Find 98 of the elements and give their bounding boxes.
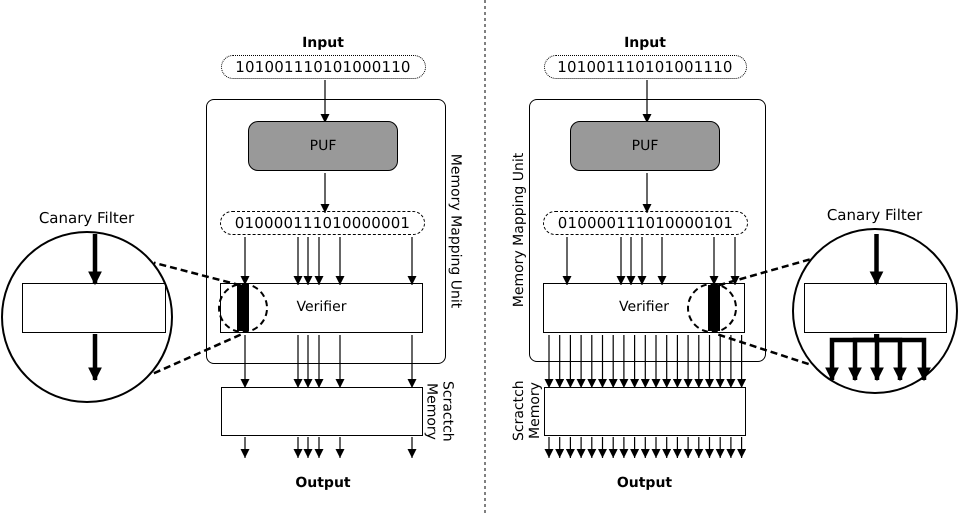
leader-line: [153, 333, 242, 374]
magnifier-circle: [218, 282, 268, 332]
thick-arrow: [88, 334, 102, 382]
arrow: [320, 173, 330, 213]
arrow: [652, 335, 660, 388]
circle-title: Canary Filter: [826, 206, 924, 224]
arrow: [726, 437, 736, 458]
arrow: [642, 173, 652, 213]
verifier-box: [220, 283, 423, 333]
process-box: PUF: [570, 121, 720, 171]
arrow: [694, 437, 704, 458]
unit-label: Memory Mapping Unit: [448, 154, 464, 308]
arrow: [640, 335, 650, 388]
arrow: [619, 335, 628, 388]
output-label: Output: [544, 456, 746, 490]
arrow: [314, 335, 324, 388]
arrow: [716, 437, 725, 458]
arrow: [555, 335, 564, 388]
arrow: [336, 237, 344, 285]
arrow: [705, 437, 714, 458]
arrow: [658, 237, 666, 285]
circle-title: Canary Filter: [38, 208, 136, 226]
arrow: [566, 335, 575, 388]
heading-label: Input: [623, 34, 667, 50]
bit-string-box: 010000111010000001: [220, 211, 425, 235]
leader-line: [154, 262, 241, 287]
filter-box: [804, 283, 947, 333]
arrow: [336, 335, 344, 388]
filter-box: [22, 283, 166, 333]
arrow: [240, 237, 250, 285]
bit-string-box: 101001110101000110: [220, 54, 426, 78]
arrow: [672, 437, 682, 458]
output-label: Output: [220, 456, 426, 490]
arrow: [737, 437, 746, 458]
arrow: [240, 335, 250, 388]
arrow: [314, 237, 324, 285]
arrow: [304, 237, 312, 285]
arrow: [562, 237, 572, 285]
box-label: Verifier: [618, 299, 670, 315]
arrow: [408, 335, 416, 388]
box-label: Verifier: [296, 299, 348, 315]
thick-arrow: [870, 334, 884, 382]
arrow: [320, 80, 330, 123]
arrow: [555, 437, 564, 458]
arrow: [716, 335, 725, 388]
arrow: [294, 237, 302, 285]
arrow: [737, 335, 746, 388]
arrow: [662, 437, 672, 458]
arrow: [294, 335, 302, 388]
arrow: [652, 437, 660, 458]
arrow: [642, 80, 652, 123]
arrow: [630, 335, 640, 388]
heading-label: Input: [301, 34, 345, 50]
magnifier-circle: [686, 282, 736, 332]
arrow: [544, 437, 554, 458]
arrow: [408, 237, 416, 285]
arrow: [576, 437, 586, 458]
arrow: [619, 437, 628, 458]
bit-string-box: 101001110101001110: [544, 54, 746, 78]
bit-string-box: 010000111010000101: [543, 211, 748, 235]
arrow: [684, 437, 693, 458]
arrow: [304, 437, 312, 458]
arrow: [630, 437, 640, 458]
arrow: [587, 335, 596, 388]
arrow: [336, 437, 344, 458]
thick-arrow: [88, 234, 102, 286]
arrow: [672, 335, 682, 388]
arrow: [638, 237, 646, 285]
arrow: [710, 237, 718, 285]
thick-arrow: [870, 234, 884, 286]
memory-label: Scractch Memory: [510, 380, 542, 444]
verifier-box: [543, 283, 745, 333]
arrow: [408, 437, 416, 458]
arrow: [566, 437, 575, 458]
arrow: [587, 437, 596, 458]
arrow: [608, 335, 618, 388]
unit-label: Memory Mapping Unit: [510, 152, 526, 308]
arrow: [640, 437, 650, 458]
arrow: [608, 437, 618, 458]
arrow: [304, 335, 312, 388]
arrow: [598, 335, 607, 388]
arrow: [694, 335, 704, 388]
arrow: [576, 335, 586, 388]
thick-arrow: [874, 334, 931, 382]
arrow: [684, 335, 693, 388]
arrow: [544, 335, 554, 388]
arrow: [240, 437, 250, 458]
arrow: [726, 335, 736, 388]
memory-label: Scractch Memory: [424, 380, 456, 444]
arrow: [598, 437, 607, 458]
arrow: [314, 437, 324, 458]
arrow: [616, 237, 626, 285]
arrow: [730, 237, 740, 285]
arrow: [294, 437, 302, 458]
arrow: [705, 335, 714, 388]
arrow: [626, 237, 636, 285]
arrow: [662, 335, 672, 388]
process-box: PUF: [248, 121, 398, 171]
